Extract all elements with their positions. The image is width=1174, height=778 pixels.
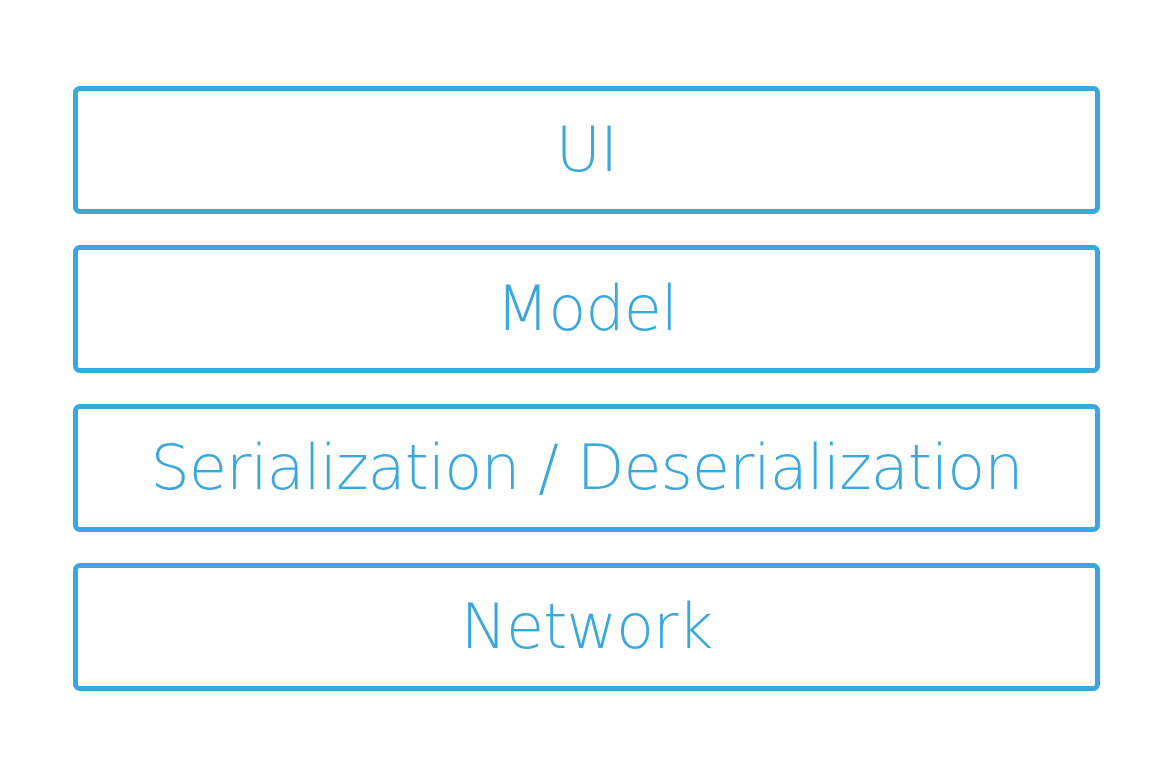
layer-label-model: Model (495, 272, 678, 345)
layer-label-ui: UI (555, 113, 619, 186)
layer-label-network: Network (460, 590, 714, 663)
layer-label-serialization: Serialization / Deserialization (150, 431, 1023, 504)
layer-box-serialization: Serialization / Deserialization (73, 404, 1100, 532)
layer-stack-diagram: UI Model Serialization / Deserialization… (73, 86, 1100, 691)
layer-box-network: Network (73, 563, 1100, 691)
layer-box-model: Model (73, 245, 1100, 373)
layer-box-ui: UI (73, 86, 1100, 214)
